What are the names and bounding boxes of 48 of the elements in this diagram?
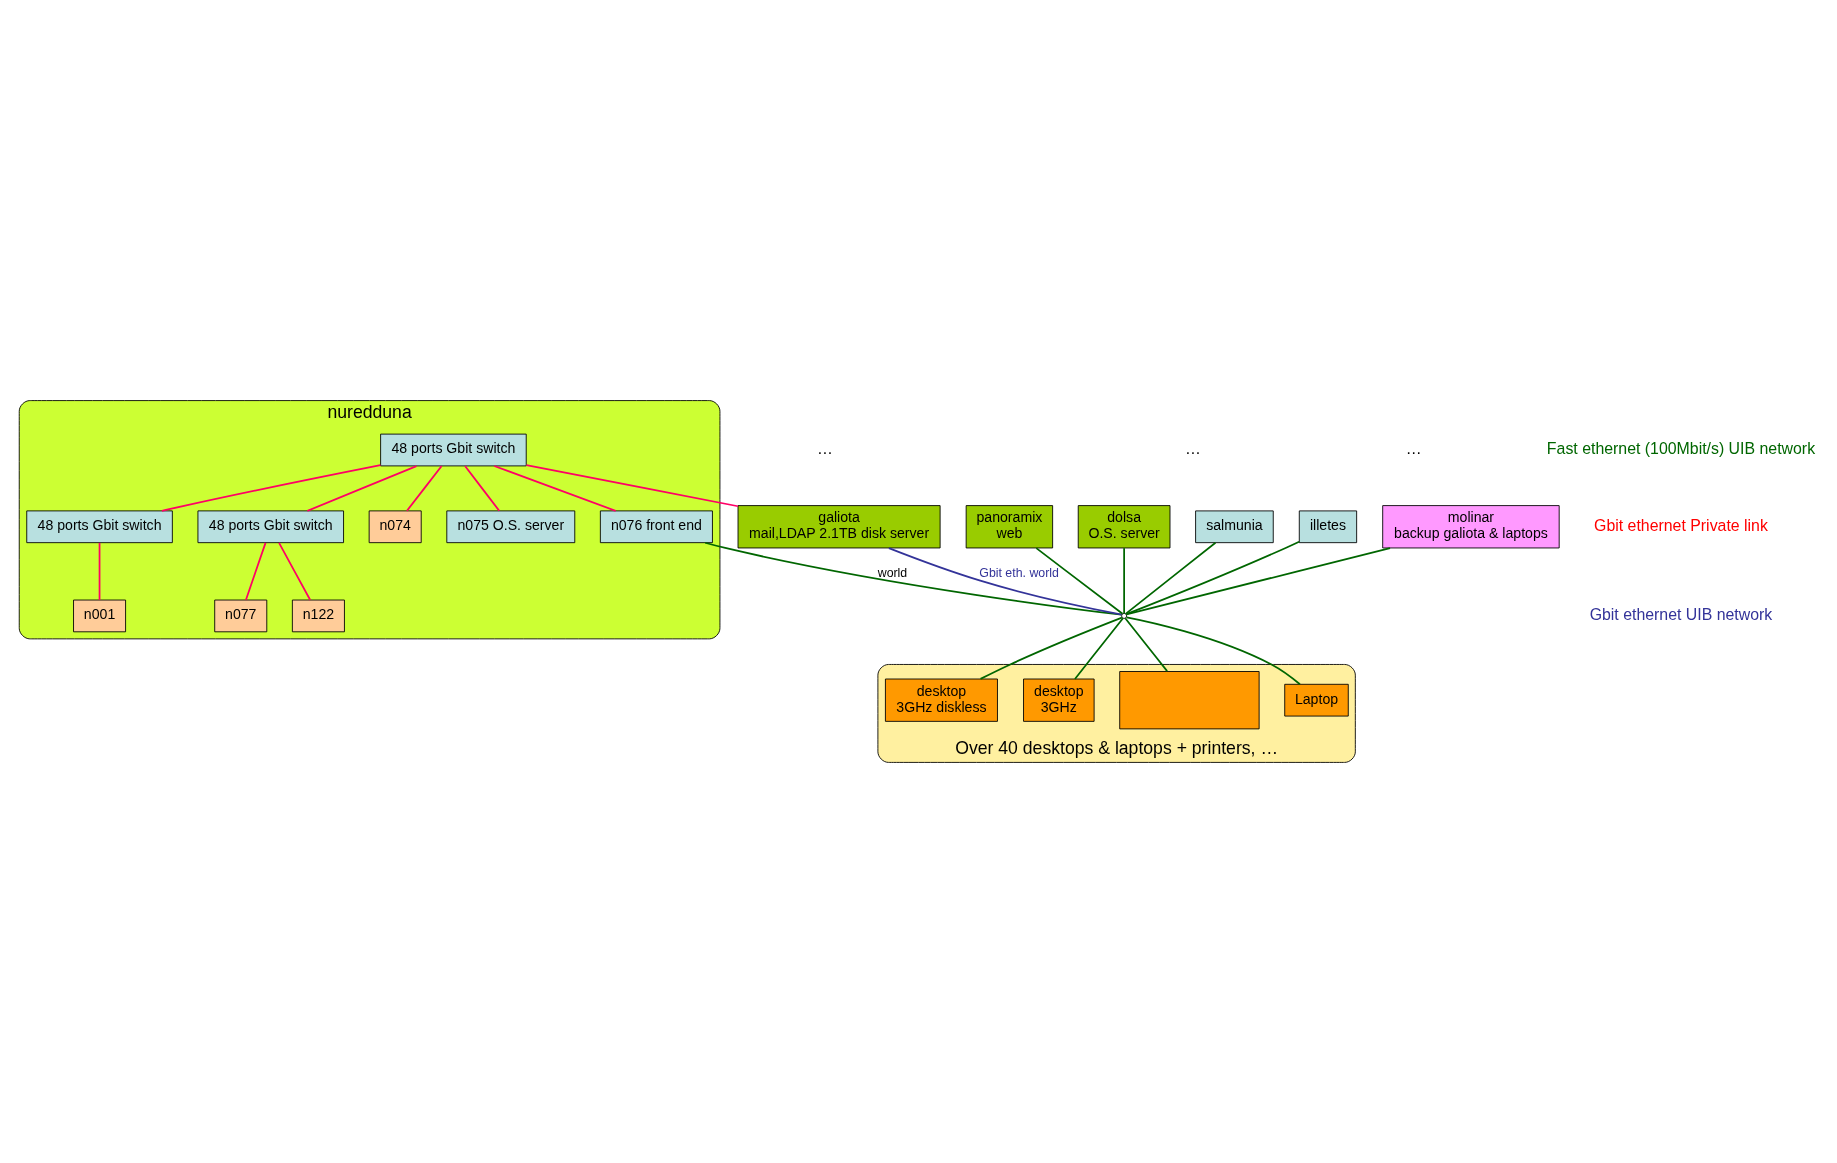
label: … xyxy=(1185,439,1201,457)
node-box: molinar backup galiota & laptops xyxy=(1382,505,1560,549)
connector xyxy=(245,542,267,601)
connector xyxy=(98,542,101,601)
connector xyxy=(979,616,1123,680)
connector xyxy=(1125,547,1391,616)
edge-label: Gbit eth. world xyxy=(979,566,1059,581)
node-box: n122 xyxy=(291,599,345,633)
connector xyxy=(525,464,739,508)
node-box: galiota mail,LDAP 2.1TB disk server xyxy=(737,505,941,549)
connector xyxy=(161,464,382,512)
node-box: Laptop xyxy=(1284,683,1349,717)
connector xyxy=(464,465,501,512)
node-point xyxy=(1121,612,1128,619)
connector xyxy=(493,465,617,512)
connector xyxy=(1124,617,1169,673)
node-box: salmunia xyxy=(1195,510,1274,544)
connector xyxy=(1123,547,1125,615)
connector xyxy=(1125,616,1301,686)
node-box: dolsa O.S. server xyxy=(1077,505,1171,549)
connector xyxy=(306,465,418,512)
node-box: 48 ports Gbit switch xyxy=(197,510,344,544)
node-box: n075 O.S. server xyxy=(446,510,576,544)
connector xyxy=(1074,617,1124,680)
connector xyxy=(704,541,1123,616)
node-box: n076 front end xyxy=(599,510,713,544)
node-box: 48 ports Gbit switch xyxy=(26,510,173,544)
legend-label: Gbit ethernet Private link xyxy=(1594,516,1768,534)
node-box xyxy=(1119,671,1260,730)
node-box: illetes xyxy=(1298,510,1358,544)
connector xyxy=(1035,547,1124,615)
connector xyxy=(888,547,1123,616)
node-box: n001 xyxy=(73,599,126,633)
connector xyxy=(1124,541,1217,615)
legend-label: Gbit ethernet UIB network xyxy=(1589,605,1773,623)
legend-label: Fast ethernet (100Mbit/s) UIB network xyxy=(1546,439,1816,457)
connector xyxy=(1125,540,1300,615)
label: … xyxy=(817,439,833,457)
node-box: desktop 3GHz xyxy=(1023,678,1095,722)
connector xyxy=(278,542,312,601)
node-box: n074 xyxy=(368,510,422,544)
edge-label: world xyxy=(877,566,908,581)
connector xyxy=(406,465,443,512)
label: … xyxy=(1405,439,1422,457)
node-box: 48 ports Gbit switch xyxy=(380,433,527,467)
node-box: panoramix web xyxy=(965,505,1054,549)
node-box: n077 xyxy=(214,599,268,633)
node-box: desktop 3GHz diskless xyxy=(884,678,998,722)
